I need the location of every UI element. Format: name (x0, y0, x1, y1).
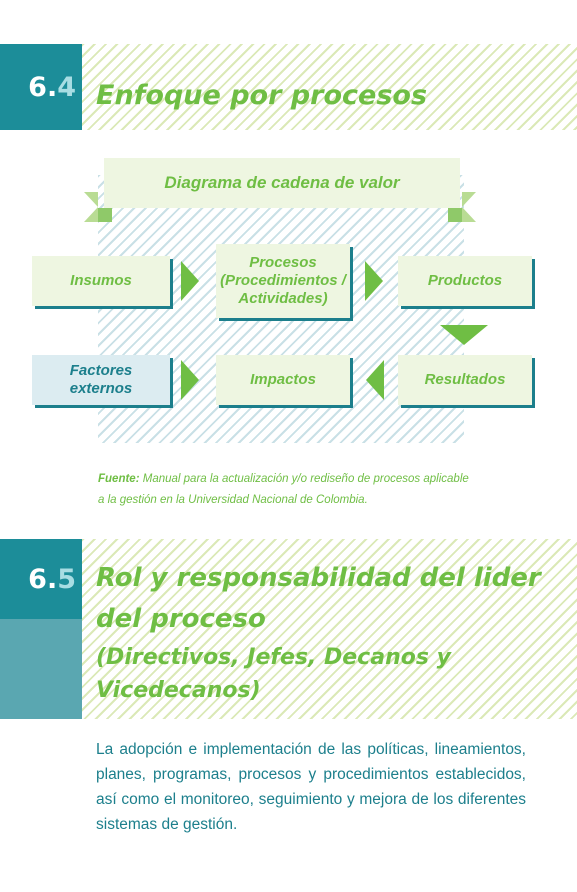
banner-fold-right (448, 208, 462, 222)
source-text: Manual para la actualización y/o rediseñ… (142, 473, 469, 485)
arrow-resultados-impactos (366, 360, 384, 400)
diagram-banner: Diagrama de cadena de valor (104, 158, 460, 208)
diagram-source: Fuente: Manual para la actualización y/o… (98, 469, 518, 511)
box-procesos: Procesos (Procedimientos / Actividades) (216, 244, 350, 318)
banner-ribbon-left (84, 192, 98, 222)
section-65-subtitle-line1: (Directivos, Jefes, Decanos y (96, 645, 451, 670)
banner-fold-left (98, 208, 112, 222)
section-64-number: 6.4 (0, 44, 82, 130)
arrow-insumos-procesos (181, 261, 199, 301)
box-resultados: Resultados (398, 355, 532, 405)
section-64-header-band (82, 44, 577, 130)
arrow-procesos-productos (365, 261, 383, 301)
section-65-subtitle-line2: Vicedecanos) (96, 678, 261, 703)
arrow-factores-impactos (181, 360, 199, 400)
arrow-productos-resultados (440, 325, 488, 345)
box-productos: Productos (398, 256, 532, 306)
section-65-paragraph: La adopción e implementación de las polí… (96, 741, 526, 833)
banner-ribbon-right (462, 192, 476, 222)
section-65-number: 6.5 (0, 539, 82, 619)
box-impactos: Impactos (216, 355, 350, 405)
section-65-title-line2: del proceso (96, 604, 266, 634)
source-label: Fuente: (98, 473, 140, 485)
section-65-number-lower-block (0, 619, 82, 719)
section-65-title-line1: Rol y responsabilidad del lider (96, 563, 541, 593)
box-insumos: Insumos (32, 256, 170, 306)
section-65-header-band (82, 539, 577, 719)
source-text-2: a la gestión en la Universidad Nacional … (98, 494, 368, 506)
section-64-title: Enfoque por procesos (96, 80, 428, 111)
box-factores-externos: Factores externos (32, 355, 170, 405)
